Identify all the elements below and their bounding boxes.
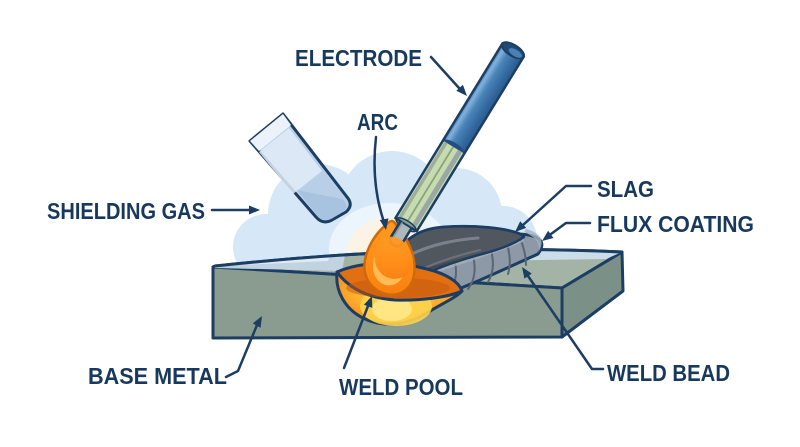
weld-pool-arrow — [342, 304, 370, 370]
flux-coating-arrow — [549, 221, 592, 236]
label-flux-coating: FLUX COATING — [597, 211, 754, 237]
base-metal-arrow — [224, 323, 259, 379]
gas-nozzle — [248, 112, 352, 224]
leader-lines — [210, 55, 605, 379]
label-slag: SLAG — [597, 176, 654, 202]
label-electrode: ELECTRODE — [295, 45, 422, 71]
label-base-metal: BASE METAL — [88, 363, 227, 389]
electrode-arrow — [429, 55, 461, 90]
weld-bead-arrow — [526, 274, 605, 371]
label-arc: ARC — [357, 109, 398, 135]
electrode-rod — [388, 41, 526, 248]
arc-flame-front — [374, 236, 413, 279]
label-shielding-gas: SHIELDING GAS — [47, 198, 205, 224]
arrowheads — [249, 84, 554, 328]
arc-arrow — [373, 135, 385, 221]
label-weld-pool: WELD POOL — [339, 374, 463, 400]
label-weld-bead: WELD BEAD — [607, 360, 730, 386]
slag-arrow — [521, 184, 593, 227]
